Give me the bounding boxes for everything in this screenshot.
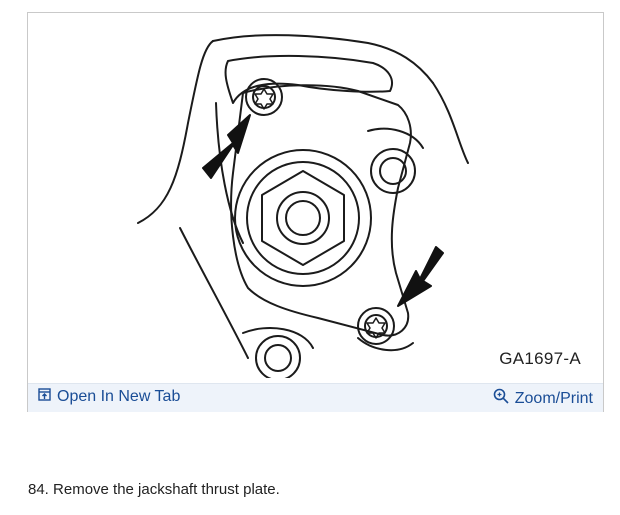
magnifier-icon (493, 388, 509, 409)
engine-illustration (137, 34, 469, 378)
zoom-print-link[interactable]: Zoom/Print (493, 388, 593, 409)
zoom-print-label: Zoom/Print (514, 389, 593, 407)
open-new-tab-icon (38, 388, 51, 406)
figure-toolbar: Open In New Tab Zoom/Print (28, 383, 603, 412)
figure-code: GA1697-A (499, 349, 581, 368)
instruction-step: 84. Remove the jackshaft thrust plate. (28, 481, 280, 498)
figure-frame: GA1697-A Open In New Tab Zoom/Print (27, 12, 604, 412)
open-in-new-tab-label: Open In New Tab (57, 388, 181, 405)
open-in-new-tab-link[interactable]: Open In New Tab (38, 388, 180, 406)
